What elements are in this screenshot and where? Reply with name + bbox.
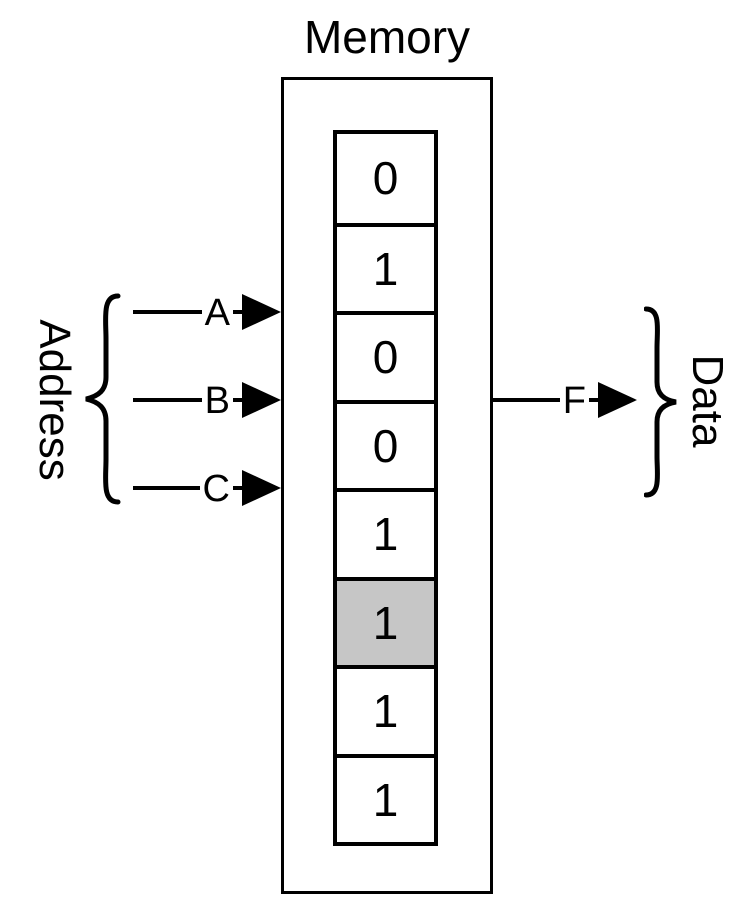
address-label-c: C — [202, 468, 230, 510]
memory-cell-0: 0 — [372, 152, 399, 205]
address-brace — [85, 293, 121, 505]
arrowhead-icon — [242, 294, 281, 330]
output-label-f: F — [562, 380, 586, 422]
memory-cell-6: 1 — [337, 665, 434, 754]
arrow-line — [589, 398, 598, 402]
memory-cell-3: 0 — [337, 399, 434, 489]
memory-cell-5: 1 — [337, 576, 434, 665]
memory-cell-2: 0 — [337, 311, 434, 400]
arrowhead-icon — [242, 382, 281, 418]
address-label-b: B — [204, 380, 230, 422]
address-input-b: B — [133, 380, 281, 420]
memory-cell-1: 1 — [337, 222, 434, 312]
arrow-line — [133, 398, 202, 402]
arrow-line — [490, 398, 560, 402]
memory-cell-column: 0 1 0 0 1 1 1 1 — [333, 130, 438, 846]
address-group-label: Address — [30, 319, 79, 481]
arrowhead-icon — [242, 470, 281, 506]
memory-cell-4: 1 — [337, 488, 434, 577]
data-brace — [644, 306, 677, 498]
memory-cell-7: 1 — [337, 753, 434, 843]
arrow-line — [233, 310, 242, 314]
arrow-line — [133, 310, 202, 314]
diagram-title: Memory — [303, 11, 471, 63]
address-label-a: A — [204, 292, 230, 334]
data-group-label: Data — [683, 354, 732, 448]
data-output-f: F — [490, 380, 637, 420]
arrow-line — [233, 398, 242, 402]
address-input-a: A — [133, 292, 281, 332]
arrow-line — [133, 486, 200, 490]
arrow-line — [233, 486, 242, 490]
address-input-c: C — [133, 468, 281, 508]
arrowhead-icon — [598, 382, 637, 418]
